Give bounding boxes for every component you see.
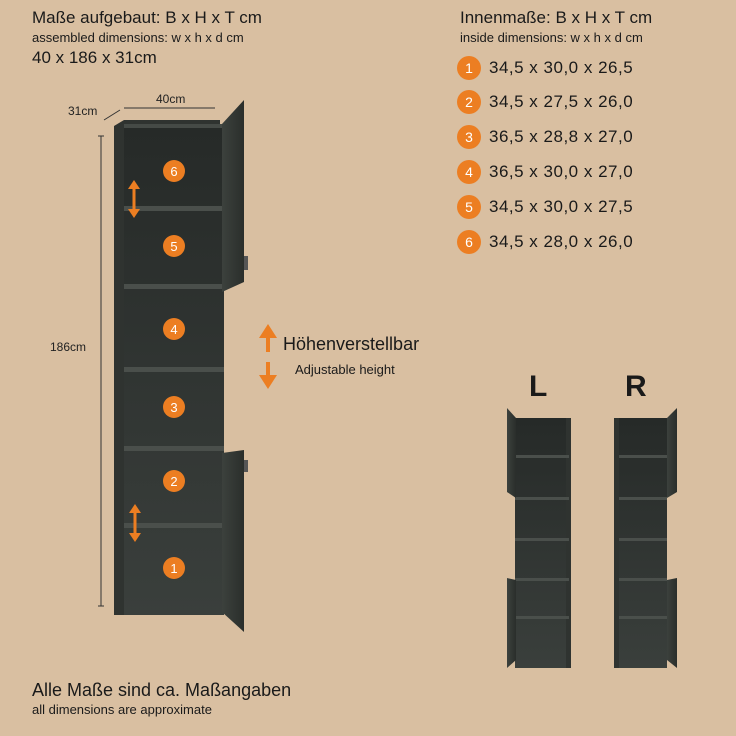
shelf <box>619 455 667 458</box>
upper-door <box>507 408 516 498</box>
inside-title-de: Innenmaße: B x H x T cm <box>460 8 653 27</box>
cabinet-side-panel <box>614 418 619 668</box>
inside-dim-value: 34,5 x 27,5 x 26,0 <box>489 92 634 111</box>
shelf <box>124 367 224 372</box>
variant-left-cabinet <box>507 408 571 668</box>
shelf <box>619 578 667 581</box>
shelf <box>515 497 569 500</box>
number-badge: 6 <box>457 230 481 254</box>
compartment-badges: 6 5 4 3 2 1 <box>163 160 185 579</box>
adjustable-label-en: Adjustable height <box>295 362 395 377</box>
depth-dimension-line <box>103 109 121 121</box>
inside-dim-value: 36,5 x 30,0 x 27,0 <box>489 162 634 181</box>
shelf <box>619 616 667 619</box>
number-badge: 1 <box>457 56 481 80</box>
footer-note-de: Alle Maße sind ca. Maßangaben <box>32 680 292 700</box>
shelf <box>124 284 224 289</box>
compartment-badge-3 <box>163 396 185 418</box>
adjustable-label-de: Höhenverstellbar <box>283 334 420 354</box>
inside-dim-value: 36,5 x 28,8 x 27,0 <box>489 127 634 146</box>
assembled-dimensions: 40 x 186 x 31cm <box>32 48 157 67</box>
cabinet-top-panel <box>124 124 224 128</box>
inside-dim-value: 34,5 x 30,0 x 26,5 <box>489 58 634 77</box>
compartment-number: 6 <box>170 164 177 179</box>
inside-dim-value: 34,5 x 30,0 x 27,5 <box>489 197 634 216</box>
shelf <box>515 455 569 458</box>
inside-dim-item-2: 2 34,5 x 27,5 x 26,0 <box>457 90 633 114</box>
compartment-badge-2 <box>163 470 185 492</box>
shelf <box>124 206 224 211</box>
adjustable-height-arrows-icon <box>259 324 277 389</box>
inside-dim-item-5: 5 34,5 x 30,0 x 27,5 <box>457 195 633 219</box>
cabinet-main <box>114 100 248 632</box>
height-label: 186cm <box>50 340 86 354</box>
up-down-arrow-icon <box>128 180 140 218</box>
assembled-title-de: Maße aufgebaut: B x H x T cm <box>32 8 262 27</box>
shelf <box>515 538 569 541</box>
compartment-number: 5 <box>170 239 177 254</box>
shelf <box>619 538 667 541</box>
shelf <box>619 497 667 500</box>
number-badge: 5 <box>457 195 481 219</box>
compartment-number: 1 <box>170 561 177 576</box>
upper-door <box>222 100 244 292</box>
cabinet-interior <box>515 418 569 668</box>
upper-door <box>667 408 677 498</box>
shelf <box>515 616 569 619</box>
footer-note-en: all dimensions are approximate <box>32 702 212 717</box>
number-badge: 3 <box>457 125 481 149</box>
lower-door <box>222 450 244 632</box>
variant-right-label: R <box>625 370 647 403</box>
inside-dim-item-3: 3 36,5 x 28,8 x 27,0 <box>457 125 633 149</box>
compartment-badge-5 <box>163 235 185 257</box>
upper-door-handle <box>244 256 248 270</box>
dimension-lines <box>98 107 215 607</box>
compartment-number: 4 <box>170 322 177 337</box>
shelf <box>124 523 224 528</box>
inside-dim-item-1: 1 34,5 x 30,0 x 26,5 <box>457 56 633 80</box>
variant-left-label: L <box>529 370 548 403</box>
width-label: 40cm <box>156 92 185 106</box>
assembled-title-en: assembled dimensions: w x h x d cm <box>32 30 244 45</box>
shelf-adjust-arrows <box>128 180 141 542</box>
cabinet-side-panel <box>566 418 571 668</box>
cabinet-interior <box>619 418 667 668</box>
up-down-arrow-icon <box>129 504 141 542</box>
inside-dim-value: 34,5 x 28,0 x 26,0 <box>489 232 634 251</box>
shelf <box>515 578 569 581</box>
number-badge: 4 <box>457 160 481 184</box>
inside-dim-item-4: 4 36,5 x 30,0 x 27,0 <box>457 160 633 184</box>
lower-door <box>667 578 677 668</box>
lower-door <box>507 578 516 668</box>
shelf <box>124 446 224 451</box>
inside-dim-item-6: 6 34,5 x 28,0 x 26,0 <box>457 230 633 254</box>
compartment-badge-4 <box>163 318 185 340</box>
compartment-number: 2 <box>170 474 177 489</box>
compartment-badge-6 <box>163 160 185 182</box>
variant-right-cabinet <box>614 408 677 668</box>
number-badge: 2 <box>457 90 481 114</box>
inside-title-en: inside dimensions: w x h x d cm <box>460 30 643 45</box>
depth-label: 31cm <box>68 104 97 118</box>
compartment-number: 3 <box>170 400 177 415</box>
compartment-badge-1 <box>163 557 185 579</box>
lower-door-handle <box>244 460 248 472</box>
